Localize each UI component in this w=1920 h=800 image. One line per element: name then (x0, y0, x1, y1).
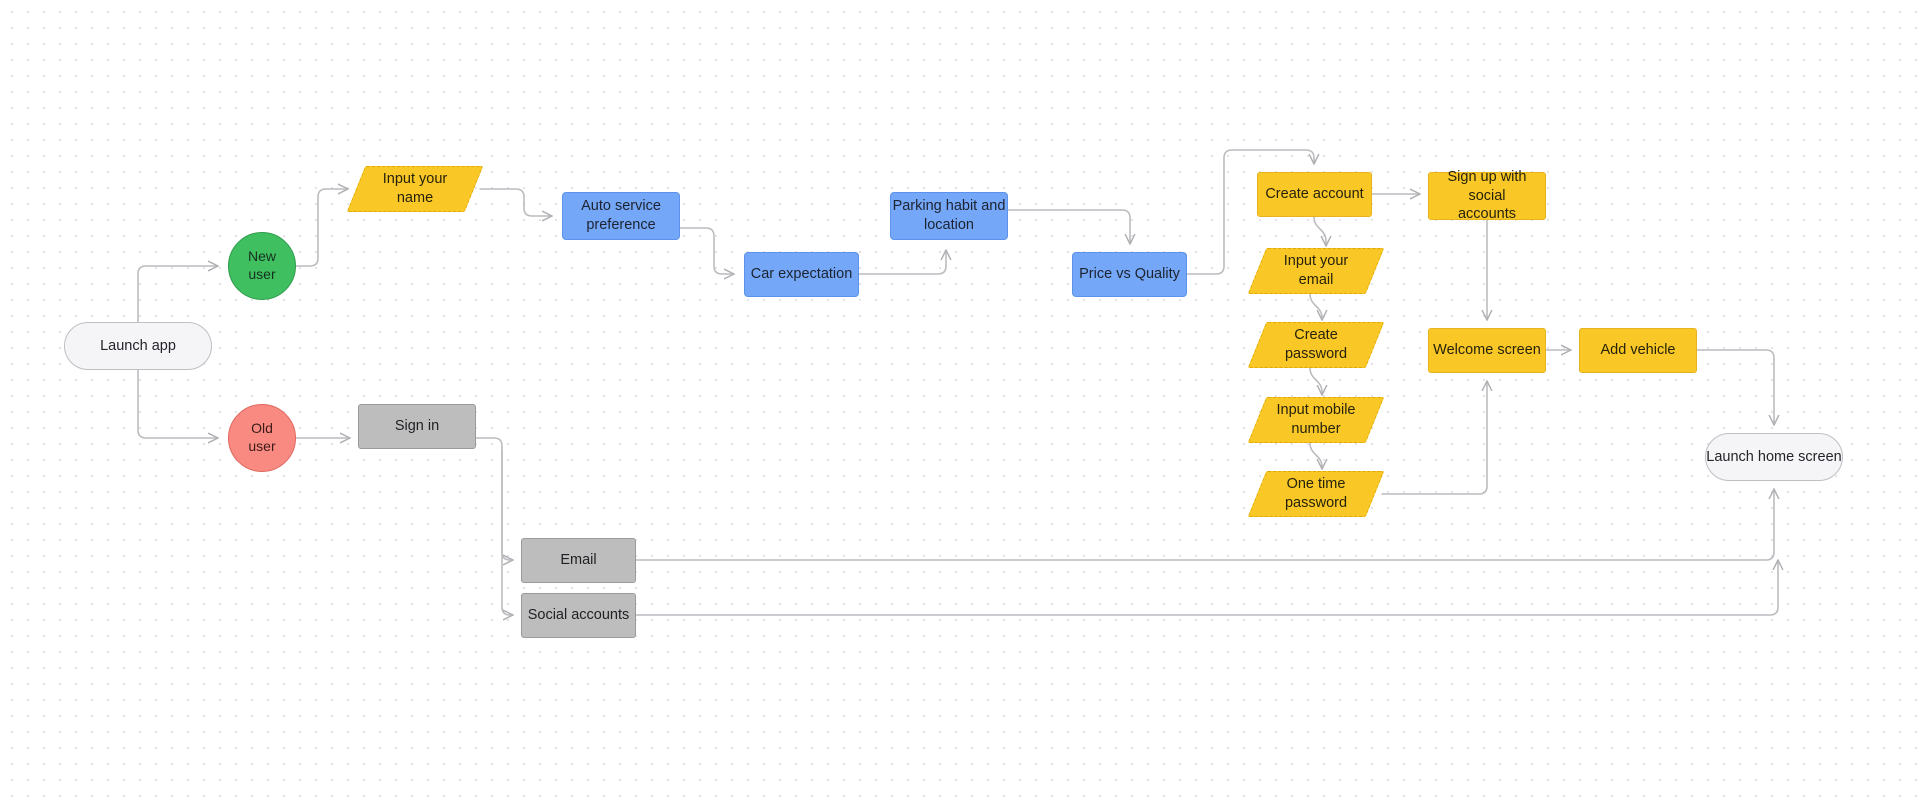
edge-input-your-email-to-create-password (1309, 293, 1322, 321)
edge-auto-service-to-car-expectation (679, 227, 735, 274)
node-social-accounts[interactable]: Social accounts (521, 593, 636, 638)
node-email-label: Email (560, 552, 597, 569)
edge-add-vehicle-to-launch-home-screen (1696, 349, 1774, 426)
node-add-vehicle[interactable]: Add vehicle (1579, 328, 1697, 373)
node-add-vehicle-label: Add vehicle (1600, 342, 1676, 359)
node-welcome-screen-label: Welcome screen (1433, 342, 1541, 359)
node-welcome-screen[interactable]: Welcome screen (1428, 328, 1546, 373)
edge-one-time-password-to-welcome-screen (1381, 380, 1487, 495)
edge-car-expectation-to-parking-habit (858, 249, 946, 275)
node-email[interactable]: Email (521, 538, 636, 583)
edge-input-mobile-number-to-one-time-password (1309, 442, 1322, 470)
edge-price-vs-quality-to-create-account (1186, 149, 1314, 275)
edge-new-user-to-input-your-name (295, 189, 349, 267)
edge-parking-habit-to-price-vs-quality (1007, 209, 1130, 245)
edge-sign-in-to-social-accounts (501, 449, 514, 615)
node-launch-home-screen[interactable]: Launch home screen (1705, 433, 1843, 481)
node-launch-app-label: Launch app (100, 337, 176, 354)
node-price-vs-quality-label: Price vs Quality (1079, 266, 1180, 283)
edge-input-your-name-to-auto-service (479, 188, 553, 216)
edge-launch-app-to-new-user (137, 266, 219, 323)
node-sign-in-label: Sign in (394, 418, 440, 435)
node-price-vs-quality[interactable]: Price vs Quality (1072, 252, 1187, 297)
edge-email-to-launch-home-screen (635, 488, 1774, 561)
node-launch-home-screen-label: Launch home screen (1706, 448, 1842, 465)
node-create-account[interactable]: Create account (1257, 172, 1372, 217)
node-launch-app[interactable]: Launch app (64, 322, 212, 370)
node-social-accounts-label: Social accounts (527, 607, 630, 624)
edge-create-account-to-input-your-email (1313, 216, 1326, 247)
edge-create-password-to-input-mobile-number (1309, 367, 1322, 396)
node-create-account-label: Create account (1265, 186, 1364, 203)
node-sign-in[interactable]: Sign in (358, 404, 476, 449)
node-car-expectation[interactable]: Car expectation (744, 252, 859, 297)
edge-sign-in-to-email (475, 437, 514, 560)
edge-launch-app-to-old-user (137, 369, 219, 438)
edge-social-accounts-to-launch-home-screen (635, 559, 1778, 616)
node-car-expectation-label: Car expectation (750, 266, 853, 283)
